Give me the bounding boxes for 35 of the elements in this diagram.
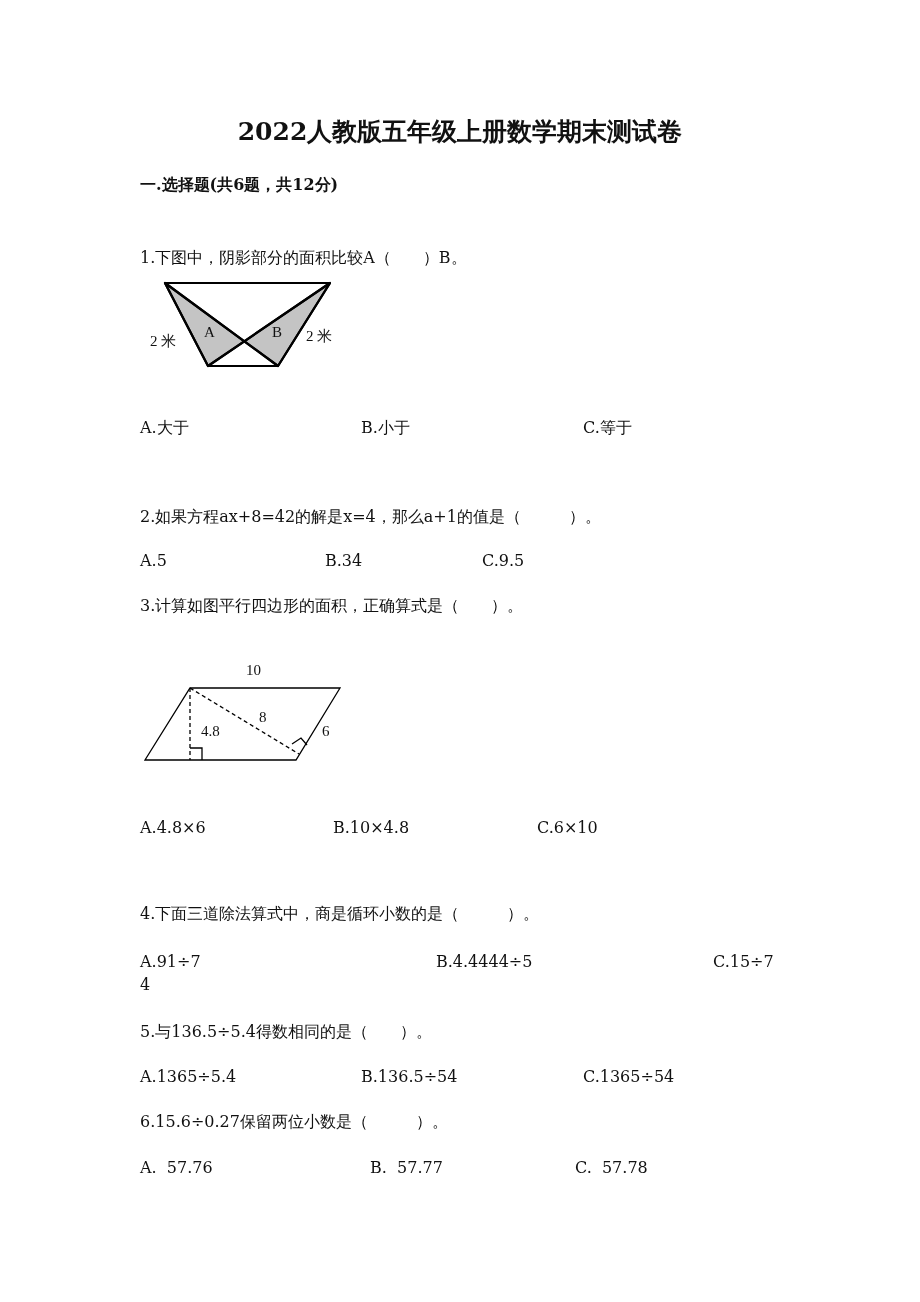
question-text: 5.与136.5÷5.4得数相同的是（ ）。 [140,1022,432,1042]
answer-option: A.91÷7 [140,952,201,972]
answer-option: B.136.5÷54 [361,1067,458,1087]
figure-label: 6 [322,722,330,740]
figure-label: A [204,323,215,341]
answer-option: C. 57.78 [575,1158,648,1178]
section-heading: 一.选择题(共6题，共12分) [140,175,339,195]
figure-label: 2 米 [306,327,333,345]
question-text: 2.如果方程ax+8=42的解是x=4，那么a+1的值是（ ）。 [140,507,601,527]
answer-option: A.1365÷5.4 [140,1067,237,1087]
figure-label: 4.8 [201,722,220,740]
answer-option: B. 57.77 [370,1158,443,1178]
figure-label: B [272,323,282,341]
answer-option: B.10×4.8 [333,818,410,838]
question-text: 1.下图中，阴影部分的面积比较A（ ）B。 [140,248,467,268]
figure-label: 8 [259,708,267,726]
question-text: 6.15.6÷0.27保留两位小数是（ ）。 [140,1112,448,1132]
answer-option: C.等于 [583,418,632,438]
answer-option: C.1365÷54 [583,1067,675,1087]
answer-option: C.6×10 [537,818,598,838]
answer-option: A. 57.76 [140,1158,213,1178]
answer-option: B.34 [325,551,363,571]
answer-option: 4 [140,975,151,995]
answer-option: B.小于 [361,418,410,438]
answer-option: A.大于 [140,418,189,438]
question-text: 4.下面三道除法算式中，商是循环小数的是（ ）。 [140,904,540,924]
answer-option: A.4.8×6 [140,818,206,838]
answer-option: A.5 [140,551,167,571]
answer-option: B.4.4444÷5 [436,952,533,972]
figure-label: 10 [246,661,261,679]
answer-option: C.15÷7 [713,952,774,972]
title: 2022人教版五年级上册数学期末测试卷 [236,116,684,148]
question-text: 3.计算如图平行四边形的面积，正确算式是（ ）。 [140,596,524,616]
answer-option: C.9.5 [482,551,525,571]
figure-label: 2 米 [150,332,177,350]
